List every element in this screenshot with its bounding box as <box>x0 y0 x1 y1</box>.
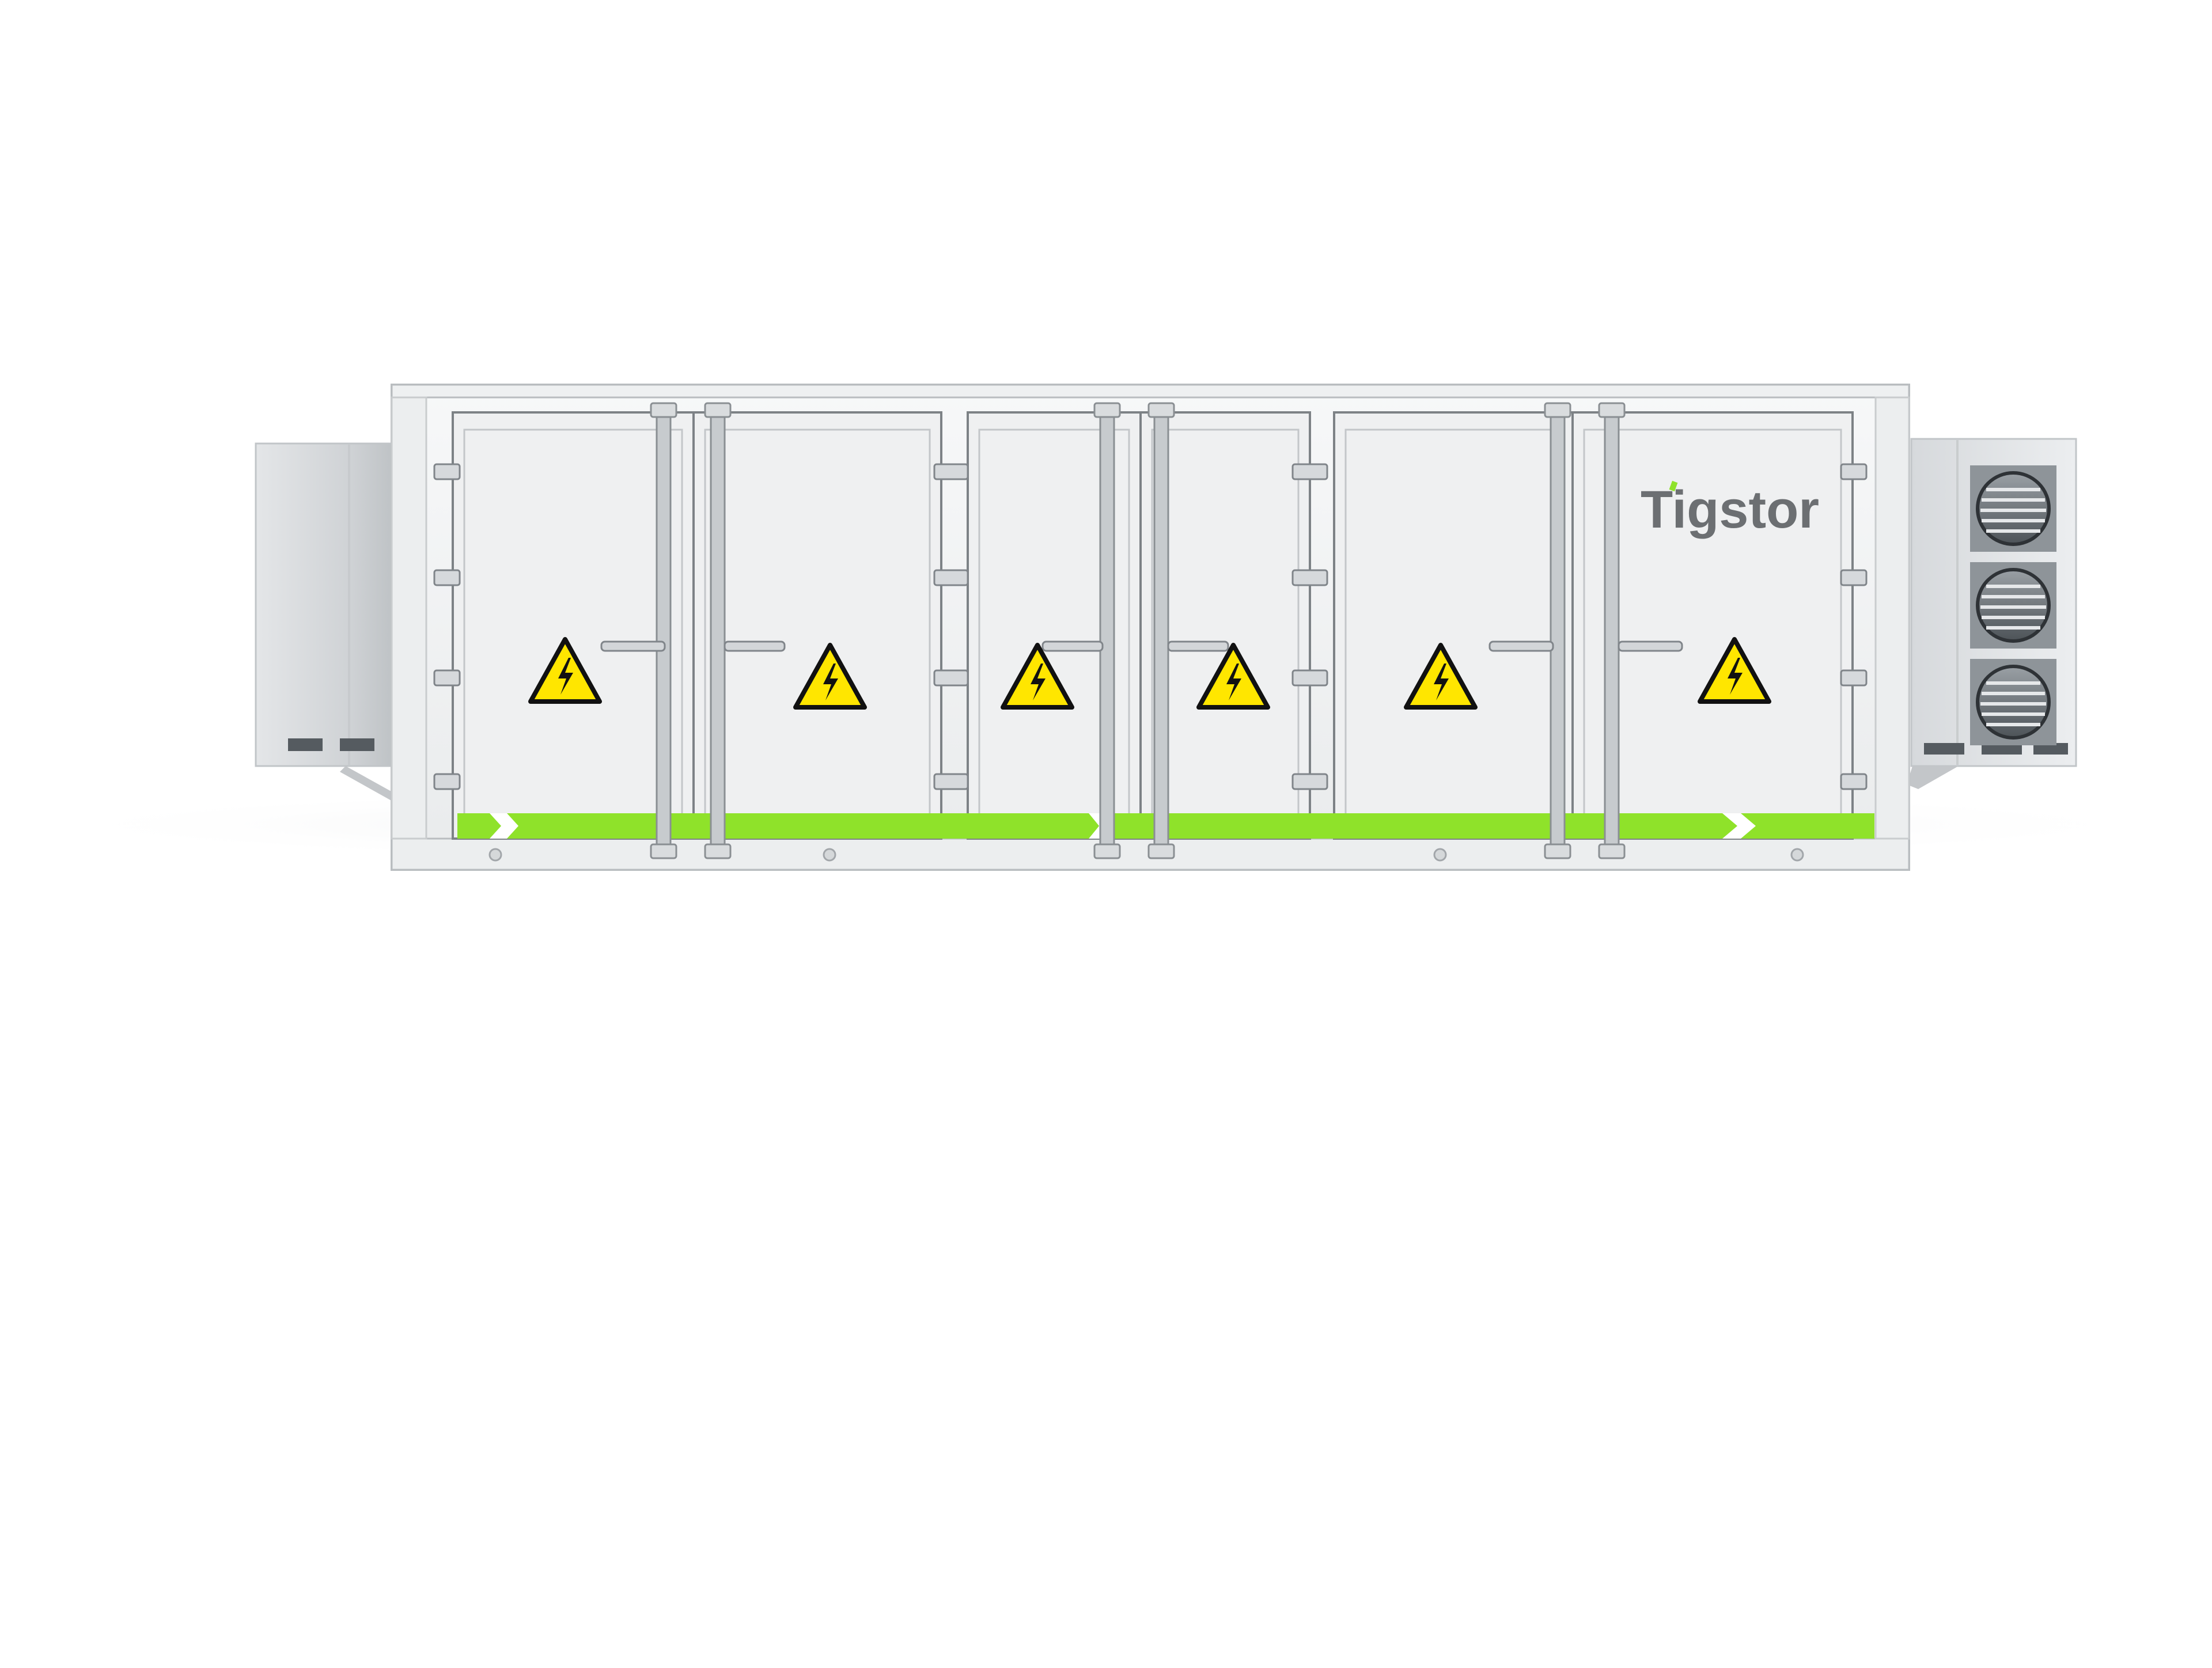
left-cooling-unit <box>255 442 397 804</box>
door-handle[interactable] <box>1488 640 1554 652</box>
door-handle[interactable] <box>1167 640 1229 652</box>
door[interactable] <box>452 411 695 840</box>
hinges <box>433 463 1868 790</box>
brand-accent <box>1669 480 1678 492</box>
fan-icon <box>1970 465 2056 552</box>
door-handle[interactable] <box>600 640 666 652</box>
fan-icon <box>1970 562 2056 649</box>
high-voltage-warning-icon <box>1196 643 1270 710</box>
high-voltage-warning-icon <box>793 643 867 710</box>
high-voltage-warning-icon <box>1698 637 1771 704</box>
high-voltage-warning-icon <box>1404 643 1478 710</box>
right-cooling-unit <box>1907 438 2077 789</box>
door[interactable] <box>692 411 942 840</box>
high-voltage-warning-icon <box>1001 643 1074 710</box>
rod-clamps <box>650 402 1626 859</box>
fan-icon <box>1970 659 2056 745</box>
door-handle[interactable] <box>724 640 786 652</box>
door-handle[interactable] <box>1618 640 1683 652</box>
brand-logo: Tigstor <box>1641 480 1819 539</box>
door[interactable] <box>1333 411 1574 840</box>
door-panels <box>452 411 1854 840</box>
high-voltage-warning-icon <box>528 637 602 704</box>
door-handle[interactable] <box>1041 640 1104 652</box>
brand-name: Tigstor <box>1641 480 1819 539</box>
door-handles <box>600 640 1683 652</box>
